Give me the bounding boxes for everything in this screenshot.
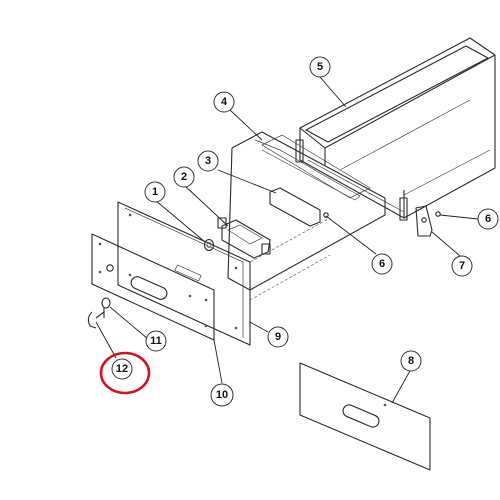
callout-8: 8: [400, 350, 422, 372]
callout-7: 7: [451, 255, 473, 277]
svg-text:11: 11: [150, 335, 162, 347]
svg-text:5: 5: [317, 61, 323, 73]
callout-11: 11: [145, 330, 167, 352]
callout-5: 5: [309, 56, 331, 78]
svg-text:10: 10: [216, 389, 228, 401]
front-panel: [299, 362, 431, 471]
callout-1: 1: [144, 181, 166, 203]
svg-text:3: 3: [205, 155, 211, 167]
control-panel: [91, 233, 215, 341]
svg-text:8: 8: [408, 355, 414, 367]
highlight-ring: [99, 351, 151, 395]
svg-text:6: 6: [379, 258, 385, 270]
callout-9: 9: [267, 326, 289, 348]
callout-3: 3: [197, 150, 219, 172]
svg-text:12: 12: [116, 363, 128, 375]
drawer-tray: [295, 37, 496, 221]
leader-lines: [95, 76, 479, 404]
svg-text:4: 4: [221, 96, 228, 108]
callout-12: 12: [111, 358, 133, 380]
screw-and-wire: [87, 297, 111, 329]
svg-text:2: 2: [181, 171, 187, 183]
svg-text:6: 6: [485, 213, 491, 225]
back-panel: [227, 131, 386, 298]
callout-6-lower: 6: [371, 253, 393, 275]
bracket-plate: [269, 187, 321, 227]
mounting-panel: [117, 201, 331, 346]
switch-knob: [203, 238, 215, 252]
side-bracket: [323, 205, 441, 237]
callout-10: 10: [210, 383, 234, 407]
callout-6-right: 6: [477, 208, 499, 230]
svg-text:7: 7: [459, 260, 465, 272]
callout-2: 2: [173, 166, 195, 188]
svg-text:1: 1: [152, 186, 158, 198]
svg-text:9: 9: [275, 331, 281, 343]
callout-4: 4: [213, 91, 235, 113]
